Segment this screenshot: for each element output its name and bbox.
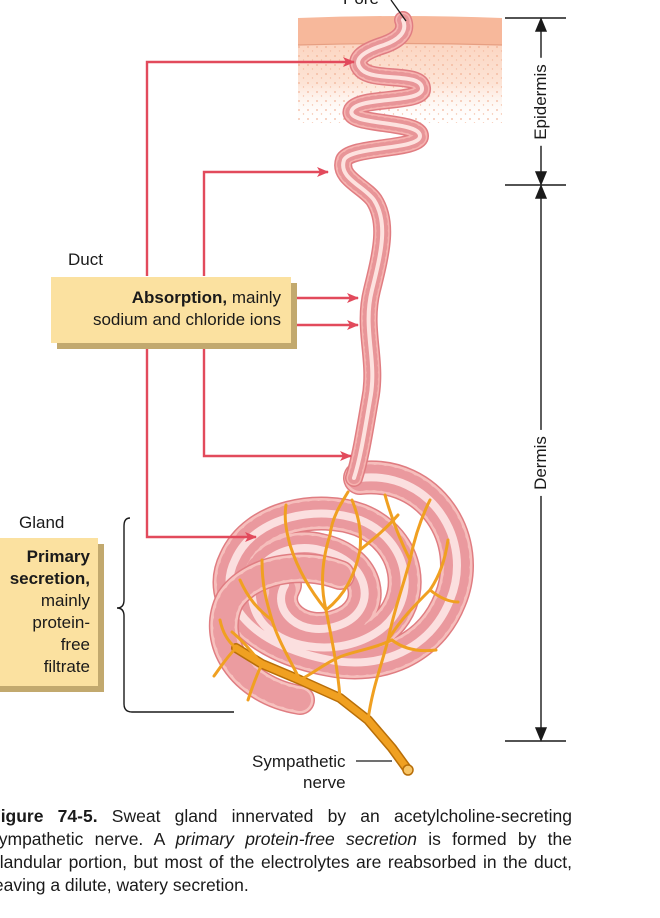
absorption-line2: sodium and chloride ions [92,310,281,329]
nerve-label-line1: Sympathetic [251,752,346,771]
pore-label: Pore [343,0,379,9]
pore-pointer [390,0,407,22]
absorption-arrows [145,57,359,542]
epidermis-label: Epidermis [531,58,551,146]
gland-bracket [116,517,234,713]
absorption-line1: mainly [227,288,281,307]
absorption-bold: Absorption, [131,288,228,307]
absorption-box: Absorption, mainly sodium and chloride i… [51,277,291,343]
nerve-label: Sympathetic nerve [243,751,346,793]
secretion-line2: secretion, [9,569,90,588]
gland-label: Gland [19,513,65,532]
sympathetic-nerve [212,490,460,776]
duct-label: Duct [68,250,103,269]
caption-italic: primary protein-free secretion [175,829,417,849]
primary-secretion-box: Primary secretion, mainly protein- free … [0,538,98,686]
dermis-label: Dermis [531,430,551,496]
figure-caption: Figure 74-5. Sweat gland innervated by a… [0,805,572,897]
secretion-line5: free [60,635,90,654]
secretion-line1: Primary [26,547,90,566]
caption-text2: is formed by the glandular portion, but … [0,829,572,895]
caption-figure-label: Figure 74-5. [0,806,98,826]
secretion-line3: mainly [40,591,90,610]
caption-text1: Sweat gland innervated by an acetylcholi… [0,806,572,849]
secretion-line4: protein- [32,613,90,632]
secretion-line6: filtrate [43,657,90,676]
sweat-duct [334,11,431,487]
nerve-label-line2: nerve [303,773,346,792]
